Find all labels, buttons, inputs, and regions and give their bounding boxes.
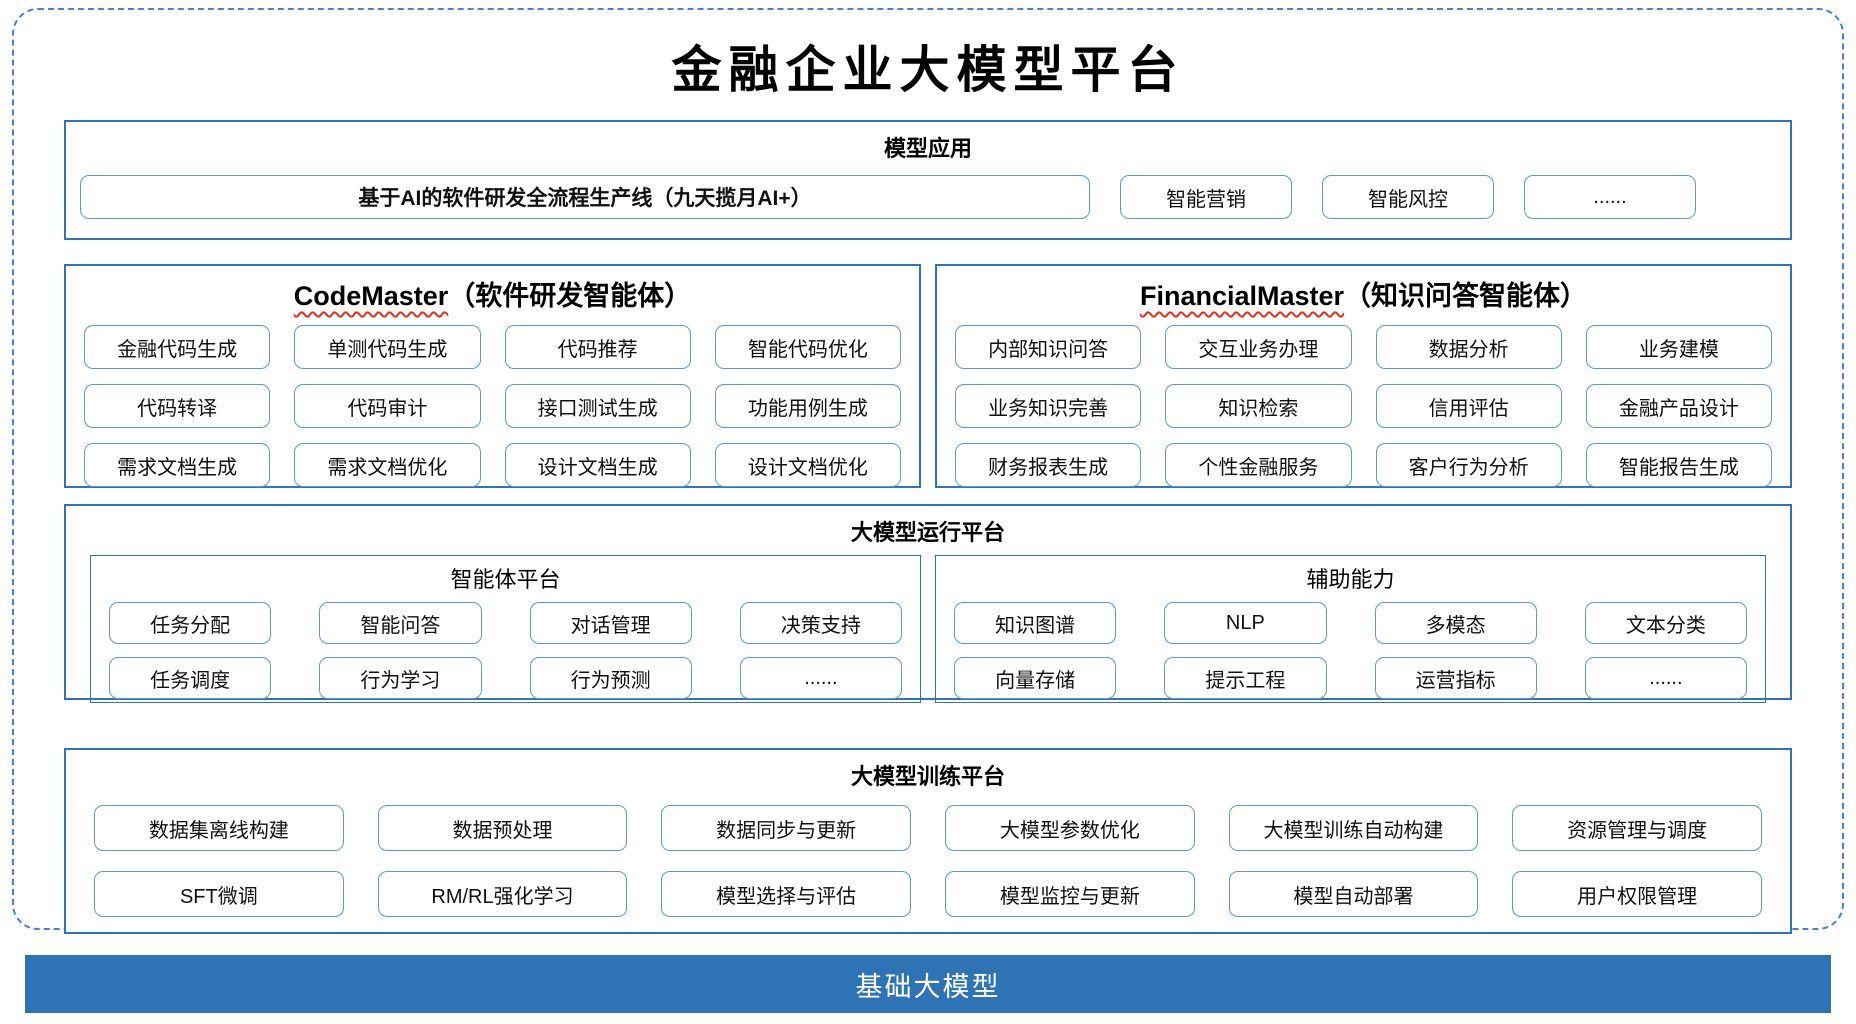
capability-pill: 接口测试生成 xyxy=(504,384,691,428)
capability-pill: ...... xyxy=(1584,657,1747,699)
app-pill: 智能营销 xyxy=(1120,175,1292,219)
capability-pill: 代码推荐 xyxy=(504,325,691,369)
capability-pill: 提示工程 xyxy=(1164,657,1327,699)
capability-pill: 金融产品设计 xyxy=(1585,384,1772,428)
capability-pill: 内部知识问答 xyxy=(955,325,1142,369)
capability-pill: 用户权限管理 xyxy=(1512,871,1762,917)
capability-pill: 设计文档生成 xyxy=(504,443,691,487)
aux-ability-box: 辅助能力 知识图谱 NLP 多模态 文本分类 向量存储 提示工程 运营指标 ..… xyxy=(935,555,1766,703)
capability-pill: 财务报表生成 xyxy=(955,443,1142,487)
capability-pill: 任务分配 xyxy=(109,602,272,644)
page-title: 金融企业大模型平台 xyxy=(671,42,1185,98)
agents-row: CodeMaster（软件研发智能体） 金融代码生成 单测代码生成 代码推荐 智… xyxy=(64,264,1792,488)
capability-pill: 设计文档优化 xyxy=(714,443,901,487)
codemaster-grid: 金融代码生成 单测代码生成 代码推荐 智能代码优化 代码转译 代码审计 接口测试… xyxy=(66,313,919,487)
codemaster-title-zh: （软件研发智能体） xyxy=(448,281,692,311)
model-applications-row: 基于AI的软件研发全流程生产线（九天揽月AI+） 智能营销 智能风控 .....… xyxy=(66,163,1790,219)
section-runtime-platform: 大模型运行平台 智能体平台 任务分配 智能问答 对话管理 决策支持 任务调度 行… xyxy=(64,504,1792,703)
capability-pill: 多模态 xyxy=(1374,602,1537,644)
capability-pill: 代码转译 xyxy=(84,384,271,428)
capability-pill: 金融代码生成 xyxy=(84,325,271,369)
agent-platform-box: 智能体平台 任务分配 智能问答 对话管理 决策支持 任务调度 行为学习 行为预测… xyxy=(90,555,921,703)
runtime-row: 智能体平台 任务分配 智能问答 对话管理 决策支持 任务调度 行为学习 行为预测… xyxy=(66,547,1790,703)
capability-pill: 运营指标 xyxy=(1374,657,1537,699)
capability-pill: 交互业务办理 xyxy=(1165,325,1352,369)
capability-pill: 需求文档优化 xyxy=(294,443,481,487)
capability-pill: 模型自动部署 xyxy=(1228,871,1479,917)
capability-pill: 数据集离线构建 xyxy=(94,805,344,851)
capability-pill: 功能用例生成 xyxy=(714,384,901,428)
capability-pill: 行为学习 xyxy=(319,657,482,699)
base-model-bar: 基础大模型 xyxy=(25,955,1831,1013)
app-pill-ai-pipeline: 基于AI的软件研发全流程生产线（九天揽月AI+） xyxy=(80,175,1090,219)
capability-pill: 向量存储 xyxy=(954,657,1117,699)
capability-pill: 模型选择与评估 xyxy=(661,871,911,917)
capability-pill: 需求文档生成 xyxy=(84,443,271,487)
training-grid: 数据集离线构建 数据预处理 数据同步与更新 大模型参数优化 大模型训练自动构建 … xyxy=(66,791,1790,917)
financialmaster-title-zh: （知识问答智能体） xyxy=(1344,281,1588,311)
capability-pill: RM/RL强化学习 xyxy=(377,871,628,917)
capability-pill: 单测代码生成 xyxy=(294,325,481,369)
section-codemaster: CodeMaster（软件研发智能体） 金融代码生成 单测代码生成 代码推荐 智… xyxy=(64,264,921,488)
base-model-label: 基础大模型 xyxy=(855,971,1001,1002)
capability-pill: 数据分析 xyxy=(1375,325,1562,369)
capability-pill: 知识图谱 xyxy=(954,602,1117,644)
capability-pill: 决策支持 xyxy=(739,602,902,644)
capability-pill: 资源管理与调度 xyxy=(1512,805,1762,851)
aux-ability-title: 辅助能力 xyxy=(1306,567,1395,592)
financialmaster-title-en: FinancialMaster xyxy=(1139,281,1345,311)
capability-pill: SFT微调 xyxy=(94,871,344,917)
capability-pill: 大模型训练自动构建 xyxy=(1228,805,1479,851)
capability-pill: 文本分类 xyxy=(1584,602,1747,644)
aux-ability-grid: 知识图谱 NLP 多模态 文本分类 向量存储 提示工程 运营指标 ...... xyxy=(936,594,1765,699)
capability-pill: NLP xyxy=(1164,602,1327,644)
platform-dashed-container: 金融企业大模型平台 模型应用 基于AI的软件研发全流程生产线（九天揽月AI+） … xyxy=(12,8,1844,934)
section-training-platform: 大模型训练平台 数据集离线构建 数据预处理 数据同步与更新 大模型参数优化 大模… xyxy=(64,748,1792,934)
section-model-applications: 模型应用 基于AI的软件研发全流程生产线（九天揽月AI+） 智能营销 智能风控 … xyxy=(64,120,1792,240)
capability-pill: 客户行为分析 xyxy=(1375,443,1562,487)
capability-pill: 智能问答 xyxy=(319,602,482,644)
codemaster-title: CodeMaster（软件研发智能体） xyxy=(66,266,919,313)
capability-pill: 对话管理 xyxy=(529,602,692,644)
section-model-applications-title: 模型应用 xyxy=(883,136,972,161)
capability-pill: 知识检索 xyxy=(1165,384,1352,428)
capability-pill: 业务知识完善 xyxy=(955,384,1142,428)
runtime-platform-title: 大模型运行平台 xyxy=(850,520,1005,545)
capability-pill: 大模型参数优化 xyxy=(945,805,1195,851)
capability-pill: 代码审计 xyxy=(294,384,481,428)
codemaster-title-en: CodeMaster xyxy=(293,281,449,311)
financialmaster-grid: 内部知识问答 交互业务办理 数据分析 业务建模 业务知识完善 知识检索 信用评估… xyxy=(937,313,1790,487)
capability-pill: 模型监控与更新 xyxy=(945,871,1195,917)
capability-pill: 个性金融服务 xyxy=(1165,443,1352,487)
capability-pill: 业务建模 xyxy=(1585,325,1772,369)
app-pill: 智能风控 xyxy=(1322,175,1494,219)
capability-pill: 数据预处理 xyxy=(377,805,628,851)
capability-pill: ...... xyxy=(739,657,902,699)
app-pill: ...... xyxy=(1524,175,1696,219)
capability-pill: 信用评估 xyxy=(1375,384,1562,428)
capability-pill: 智能代码优化 xyxy=(714,325,901,369)
capability-pill: 数据同步与更新 xyxy=(661,805,911,851)
agent-platform-title: 智能体平台 xyxy=(450,567,561,592)
section-financialmaster: FinancialMaster（知识问答智能体） 内部知识问答 交互业务办理 数… xyxy=(935,264,1792,488)
capability-pill: 任务调度 xyxy=(109,657,272,699)
agent-platform-grid: 任务分配 智能问答 对话管理 决策支持 任务调度 行为学习 行为预测 .....… xyxy=(91,594,920,699)
capability-pill: 智能报告生成 xyxy=(1585,443,1772,487)
training-platform-title: 大模型训练平台 xyxy=(850,764,1005,789)
capability-pill: 行为预测 xyxy=(529,657,692,699)
financialmaster-title: FinancialMaster（知识问答智能体） xyxy=(937,266,1790,313)
